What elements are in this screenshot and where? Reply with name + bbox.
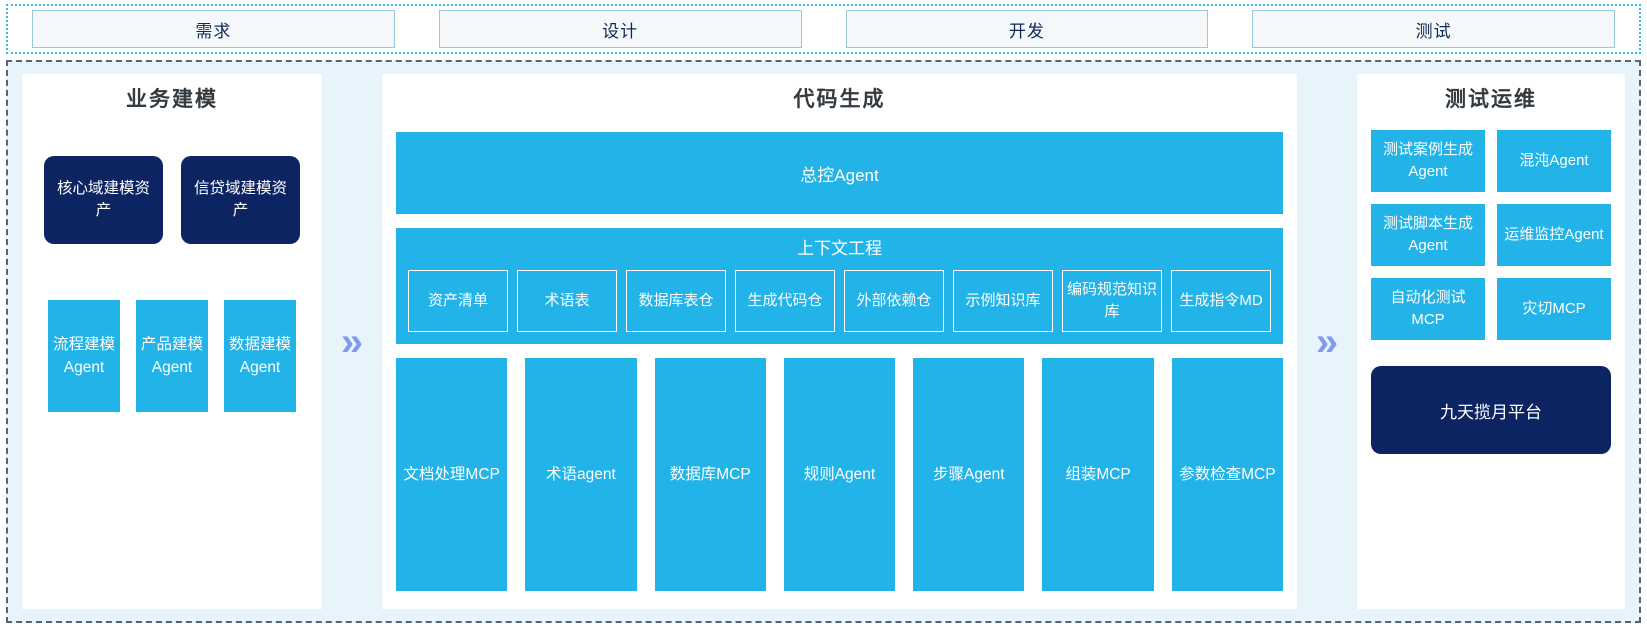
panel-business-modeling: 业务建模 核心域建模资产 信贷域建模资产 流程建模Agent 产品建模Agent… — [22, 74, 322, 609]
tool-card-step-agent[interactable]: 步骤Agent — [913, 358, 1025, 591]
master-agent-label: 总控Agent — [800, 165, 879, 185]
arrow-glyph: » — [340, 319, 364, 364]
tool-card-label: 参数检查MCP — [1179, 466, 1276, 483]
master-agent-bar[interactable]: 总控Agent — [396, 132, 1283, 214]
tool-card-rule-agent[interactable]: 规则Agent — [783, 358, 896, 591]
context-item-external-dependency-repo[interactable]: 外部依赖仓 — [844, 270, 944, 332]
tool-card-label: 术语agent — [546, 466, 616, 483]
ops-card-operations-monitoring-agent[interactable]: 运维监控Agent — [1497, 204, 1611, 266]
tool-card-database-mcp[interactable]: 数据库MCP — [654, 358, 766, 591]
context-item-label: 术语表 — [544, 292, 590, 309]
asset-card-core-domain[interactable]: 核心域建模资产 — [44, 156, 163, 244]
ops-card-label: 测试案例生成Agent — [1382, 141, 1473, 180]
tool-card-glossary-agent[interactable]: 术语agent — [525, 358, 637, 591]
main-container: 业务建模 核心域建模资产 信贷域建模资产 流程建模Agent 产品建模Agent… — [6, 60, 1641, 623]
arrow-glyph: » — [1315, 319, 1339, 364]
ops-card-label: 运维监控Agent — [1504, 226, 1604, 243]
context-item-label: 生成指令MD — [1179, 292, 1263, 309]
tool-card-label: 规则Agent — [803, 466, 876, 483]
ops-card-disaster-switch-mcp[interactable]: 灾切MCP — [1497, 278, 1611, 340]
phase-label: 设计 — [602, 21, 639, 41]
asset-card-label: 信贷域建模资产 — [193, 180, 287, 219]
context-engineering-title: 上下文工程 — [797, 239, 882, 258]
phase-label: 开发 — [1008, 21, 1045, 41]
phase-label: 需求 — [195, 21, 232, 41]
phase-box-testing[interactable]: 测试 — [1252, 10, 1615, 48]
ops-card-grid: 测试案例生成Agent 混沌Agent 测试脚本生成Agent 运维监控Agen… — [1371, 130, 1611, 340]
modeling-agent-label: 产品建模Agent — [140, 336, 203, 376]
double-chevron-right-icon: » — [1297, 74, 1357, 609]
modeling-agent-data[interactable]: 数据建模Agent — [224, 300, 296, 412]
context-item-label: 示例知识库 — [965, 292, 1041, 309]
ops-card-chaos-agent[interactable]: 混沌Agent — [1497, 130, 1611, 192]
panel-title: 业务建模 — [126, 88, 218, 111]
panel-title: 测试运维 — [1445, 88, 1537, 111]
tool-card-row: 文档处理MCP 术语agent 数据库MCP 规则Agent 步骤Agent 组… — [396, 358, 1283, 597]
platform-card-label: 九天揽月平台 — [1440, 402, 1542, 422]
tool-card-parameter-check-mcp[interactable]: 参数检查MCP — [1171, 358, 1283, 591]
context-item-label: 编码规范知识库 — [1066, 281, 1157, 320]
ops-card-automated-test-mcp[interactable]: 自动化测试MCP — [1371, 278, 1485, 340]
context-item-label: 数据库表仓 — [638, 292, 714, 309]
platform-card-jiutian-lanyue[interactable]: 九天揽月平台 — [1371, 366, 1611, 454]
ops-card-label: 自动化测试MCP — [1390, 289, 1466, 328]
ops-card-label: 灾切MCP — [1522, 300, 1586, 317]
tool-card-label: 数据库MCP — [669, 466, 751, 483]
modeling-agent-process[interactable]: 流程建模Agent — [48, 300, 120, 412]
context-item-example-knowledge-base[interactable]: 示例知识库 — [953, 270, 1053, 332]
phase-label: 测试 — [1415, 21, 1452, 41]
ops-card-label: 测试脚本生成Agent — [1382, 215, 1473, 254]
panel-code-generation: 代码生成 总控Agent 上下文工程 资产清单 术语表 数据库表仓 — [382, 74, 1297, 609]
context-item-label: 生成代码仓 — [747, 292, 823, 309]
double-chevron-right-icon: » — [322, 74, 382, 609]
context-item-generated-code-repo[interactable]: 生成代码仓 — [735, 270, 835, 332]
tool-card-assembly-mcp[interactable]: 组装MCP — [1042, 358, 1154, 591]
context-item-glossary[interactable]: 术语表 — [517, 270, 617, 332]
modeling-agent-product[interactable]: 产品建模Agent — [136, 300, 208, 412]
context-item-row: 资产清单 术语表 数据库表仓 生成代码仓 外部依赖仓 示例知 — [408, 270, 1271, 332]
ops-card-test-script-generation-agent[interactable]: 测试脚本生成Agent — [1371, 204, 1485, 266]
modeling-agent-label: 流程建模Agent — [52, 336, 115, 376]
phase-box-design[interactable]: 设计 — [438, 10, 802, 48]
phase-box-development[interactable]: 开发 — [845, 10, 1209, 48]
modeling-agent-row: 流程建模Agent 产品建模Agent 数据建模Agent — [36, 300, 308, 412]
ops-card-test-case-generation-agent[interactable]: 测试案例生成Agent — [1371, 130, 1485, 192]
phase-box-requirement[interactable]: 需求 — [32, 10, 395, 48]
context-engineering-block: 上下文工程 资产清单 术语表 数据库表仓 生成代码仓 外部依赖仓 — [396, 228, 1283, 344]
context-item-asset-list[interactable]: 资产清单 — [408, 270, 508, 332]
tool-card-document-processing-mcp[interactable]: 文档处理MCP — [396, 358, 508, 591]
context-item-coding-standard-knowledge-base[interactable]: 编码规范知识库 — [1062, 270, 1162, 332]
phase-strip: 需求 设计 开发 测试 — [6, 4, 1641, 54]
tool-card-label: 组装MCP — [1065, 466, 1131, 483]
context-item-db-table-repo[interactable]: 数据库表仓 — [626, 270, 726, 332]
context-item-label: 外部依赖仓 — [856, 292, 932, 309]
panel-title: 代码生成 — [793, 88, 886, 111]
context-item-generation-instruction-md[interactable]: 生成指令MD — [1171, 270, 1271, 332]
tool-card-label: 文档处理MCP — [403, 466, 500, 483]
context-item-label: 资产清单 — [427, 292, 488, 309]
tool-card-label: 步骤Agent — [933, 466, 1005, 483]
asset-card-credit-domain[interactable]: 信贷域建模资产 — [181, 156, 300, 244]
asset-card-row: 核心域建模资产 信贷域建模资产 — [36, 156, 308, 244]
panel-test-operations: 测试运维 测试案例生成Agent 混沌Agent 测试脚本生成Agent 运维监… — [1357, 74, 1625, 609]
asset-card-label: 核心域建模资产 — [56, 180, 150, 219]
ops-card-label: 混沌Agent — [1519, 152, 1589, 169]
modeling-agent-label: 数据建模Agent — [228, 336, 291, 376]
